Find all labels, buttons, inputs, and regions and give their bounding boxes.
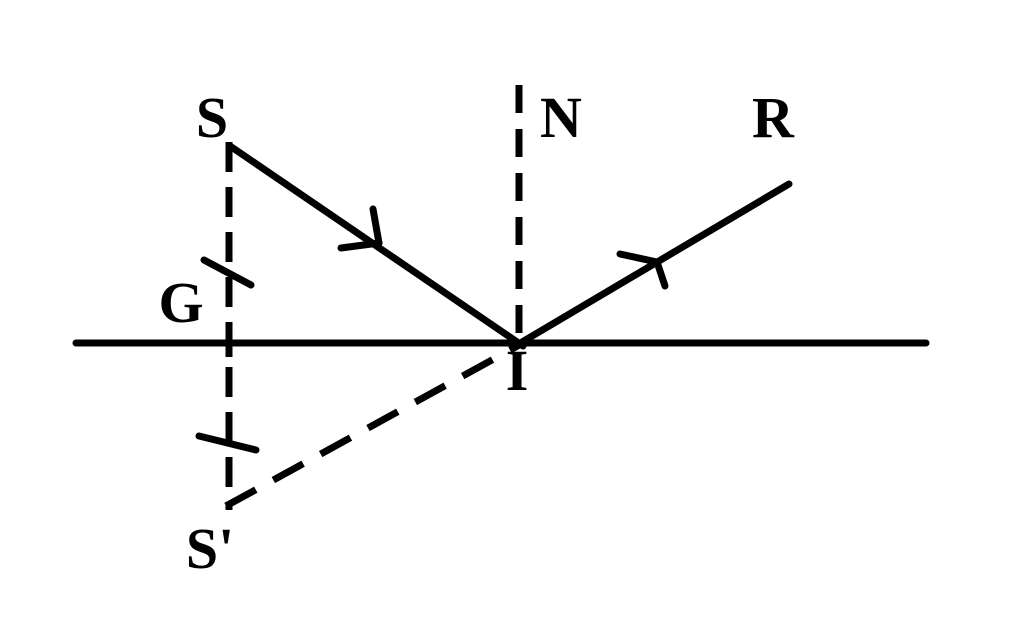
label-reflected-r: R: [752, 85, 795, 150]
label-image-s-prime: S': [186, 516, 234, 581]
equal-distance-tick-lower: [195, 432, 260, 454]
label-point-g: G: [158, 270, 203, 335]
reflected-arrow-barb-left: [616, 250, 661, 266]
equal-distance-tick-upper: [200, 256, 255, 289]
label-normal-n: N: [540, 85, 582, 150]
incident-arrow-barb-top: [369, 205, 383, 247]
reflected-arrow-barb-bottom: [653, 258, 669, 290]
label-source-s: S: [196, 85, 228, 150]
label-incidence-i: I: [506, 338, 529, 403]
virtual-ray-dashed-line: [224, 340, 523, 510]
incident-arrow-barb-left: [337, 239, 383, 252]
incident-ray-arrowhead: [337, 205, 383, 252]
reflected-ray-arrowhead: [616, 250, 669, 290]
